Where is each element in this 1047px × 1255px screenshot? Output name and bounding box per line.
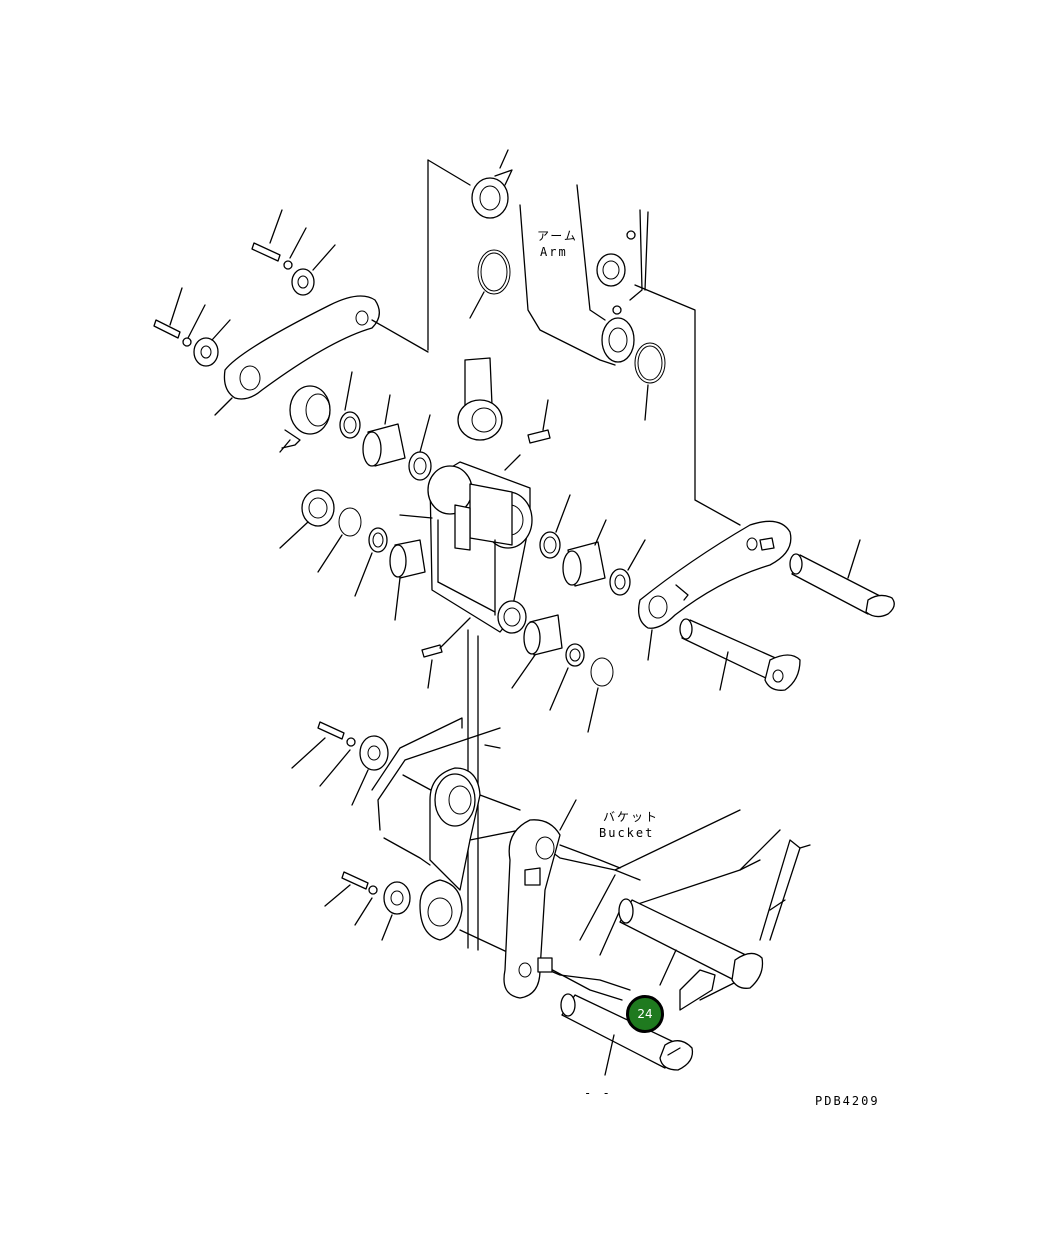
bucket-body (371, 717, 811, 1011)
arm-label-jp: アーム (537, 229, 578, 243)
part-callout-24[interactable]: 24 (626, 995, 664, 1033)
cylinder-rod-end (457, 357, 551, 471)
top-bushing (469, 149, 513, 319)
callout-number: 24 (637, 1007, 653, 1021)
upper-link (153, 209, 429, 416)
h-link (399, 461, 533, 951)
upper-bushing-row (339, 371, 432, 481)
bucket-label-en: Bucket (599, 826, 655, 840)
middle-bushings (421, 614, 614, 733)
figure-code: PDB4209 (815, 1094, 880, 1108)
footer-mark: - - (584, 1086, 612, 1100)
arm-label-en: Arm (540, 245, 568, 259)
bucket-label-jp: バケット (603, 810, 660, 824)
bucket-pins (560, 898, 764, 1076)
side-link-right (637, 520, 895, 691)
left-seal-row (279, 489, 426, 621)
spacer-left (279, 385, 331, 453)
arm-tip (427, 159, 741, 526)
bucket-bolts (291, 721, 411, 941)
right-seal-row (539, 494, 646, 596)
